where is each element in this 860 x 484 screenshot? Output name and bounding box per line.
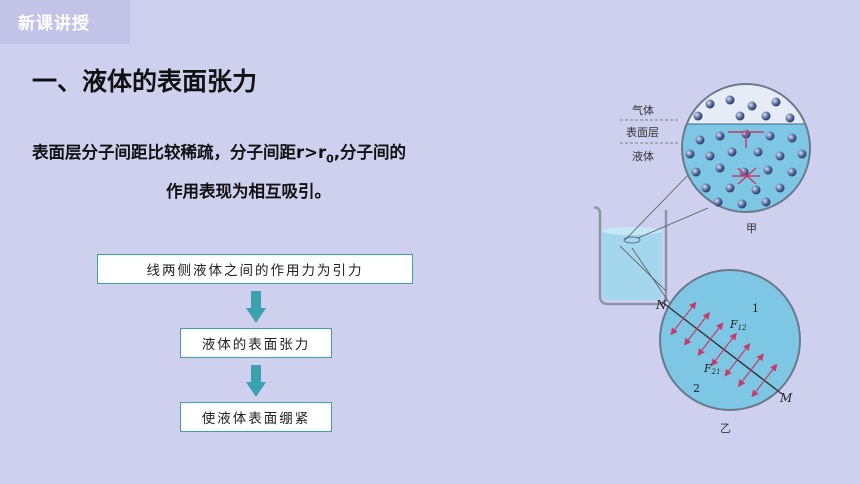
force-arrow (736, 342, 751, 361)
molecule (763, 165, 773, 175)
force-arrow (723, 332, 737, 350)
molecule (715, 163, 725, 173)
beaker-icon (593, 206, 668, 306)
paragraph-subscript: 0 (326, 152, 334, 166)
molecule (691, 167, 701, 177)
molecule (725, 183, 735, 193)
molecule (785, 113, 795, 123)
caption-top: 甲 (746, 222, 757, 235)
molecule (701, 183, 711, 193)
molecule (761, 197, 771, 207)
explanation-paragraph: 表面层分子间距比较稀疏，分子间距r>r0,分子间的 作用表现为相互吸引。 (32, 136, 532, 208)
caption-bottom: 乙 (720, 422, 731, 435)
molecule (797, 149, 807, 159)
label-liquid: 液体 (632, 149, 654, 163)
connector-line (624, 172, 691, 241)
section-tag-label: 新课讲授 (18, 14, 90, 34)
force-arrow (724, 359, 738, 377)
surface-tension-illustration: 气体 表面层 液体 甲 N M 1 2 F12 F21 乙 (593, 83, 811, 435)
molecule-magnified-view (681, 83, 811, 213)
force-arrow (684, 328, 698, 346)
molecule (761, 111, 771, 121)
molecule (695, 135, 705, 145)
force-arrow (751, 380, 765, 398)
down-arrow-icon (246, 365, 266, 397)
force-arrow (711, 349, 725, 367)
force-arrow (709, 322, 724, 340)
label-gas: 气体 (632, 103, 654, 117)
molecule (775, 183, 785, 193)
flow-step-3: 使液体表面绷紧 (180, 402, 332, 432)
force-arrow (682, 301, 697, 319)
force-f21-label: F21 (703, 362, 721, 376)
paragraph-line1: 表面层分子间距比较稀疏，分子间距r>r (32, 143, 327, 162)
connector-line (637, 207, 709, 239)
molecule (739, 167, 749, 177)
section-tag: 新课讲授 (0, 0, 130, 44)
molecule (787, 133, 797, 143)
molecule (771, 97, 781, 107)
force-arrow (696, 311, 710, 330)
region-1-label: 1 (752, 302, 759, 315)
force-arrow (763, 363, 778, 381)
molecule (751, 185, 761, 195)
flow-step-1: 线两侧液体之间的作用力为引力 (97, 254, 413, 284)
paragraph-line1-tail: ,分子间的 (333, 143, 407, 162)
force-f12-label: F12 (729, 318, 747, 332)
force-arrow (697, 338, 711, 356)
molecule (775, 151, 785, 161)
molecule (787, 167, 797, 177)
molecule (705, 151, 715, 161)
force-arrow (737, 369, 752, 387)
molecule (727, 147, 737, 157)
force-diagram-circle (659, 269, 801, 411)
molecule (693, 111, 703, 121)
molecule (735, 111, 745, 121)
force-arrow (670, 318, 684, 336)
molecule (753, 147, 763, 157)
molecule (725, 95, 735, 105)
molecule (715, 131, 725, 141)
molecule (747, 101, 757, 111)
line-label-m: M (779, 391, 793, 405)
molecule (713, 197, 723, 207)
region-2-label: 2 (693, 382, 700, 395)
molecule (705, 99, 715, 109)
line-label-n: N (655, 298, 667, 312)
down-arrow-icon (246, 291, 266, 323)
paragraph-line2: 作用表现为相互吸引。 (166, 182, 331, 202)
molecule (765, 131, 775, 141)
label-surface-layer: 表面层 (626, 125, 659, 139)
force-arrow (750, 353, 764, 371)
molecule (737, 199, 747, 209)
connector-line (619, 245, 667, 292)
slide-heading: 一、液体的表面张力 (32, 67, 258, 96)
molecule (685, 149, 695, 159)
flow-step-2: 液体的表面张力 (180, 328, 332, 358)
